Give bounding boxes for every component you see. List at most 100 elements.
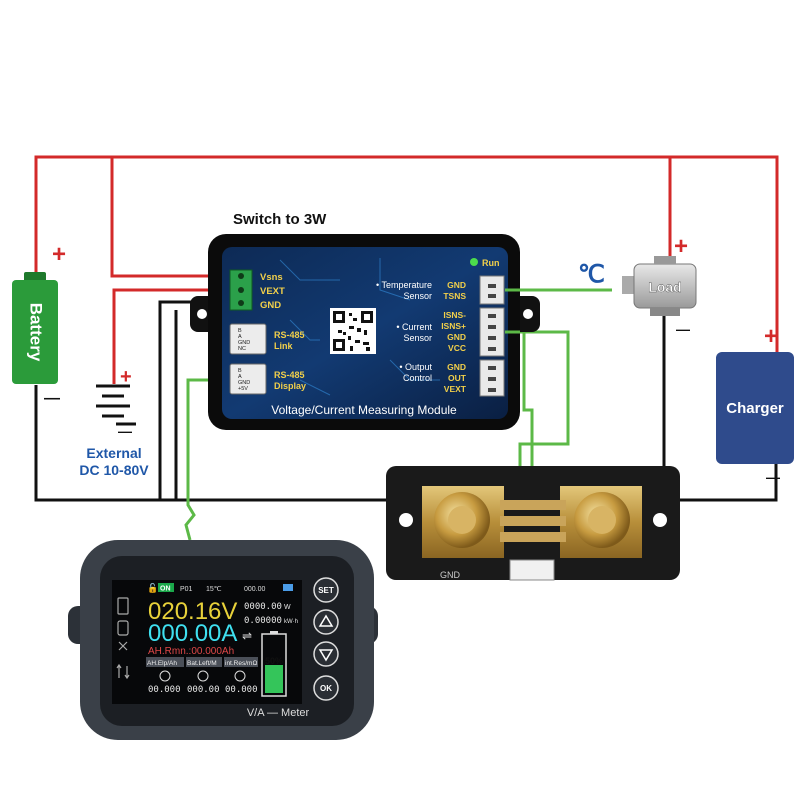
rs485-display-port [229, 363, 267, 395]
col3-value: 00.000 [225, 685, 258, 695]
pin-out-gnd: GND [447, 362, 466, 372]
phone-icon [117, 620, 129, 636]
ok-button-label: OK [320, 684, 332, 693]
energy-unit: kW·h [284, 619, 298, 625]
status-on: ON [160, 586, 171, 593]
load: Load + — [622, 233, 697, 337]
charger-body [716, 352, 794, 464]
clock-icon [197, 670, 209, 682]
connector-temp [479, 275, 505, 305]
charger-plus: + [764, 323, 778, 350]
black-wire-battery-neg [34, 385, 392, 502]
red-wires [34, 155, 779, 384]
lock-icon: 🔓 [147, 582, 158, 593]
pin-vext: VEXT [260, 286, 285, 297]
status-home-icon [283, 584, 293, 591]
green-wire-display [184, 378, 236, 541]
set-button[interactable] [313, 577, 339, 603]
battery-plus: + [52, 241, 66, 268]
power-reading: 0000.00 [244, 602, 282, 612]
down-button[interactable] [313, 641, 339, 667]
current-sensor-label2: Sensor [403, 333, 432, 343]
output-control-label1: • Output [399, 362, 432, 372]
output-control-label2: Control [403, 373, 432, 383]
rj-display-pin-b: B [238, 368, 242, 374]
shunt: GND [386, 466, 680, 581]
measuring-module: Vsns VEXT GND B A GND NC RS-485 Link B A… [190, 234, 540, 430]
col1-label: AH.Elp/Ah [147, 660, 177, 667]
load-plus: + [674, 233, 688, 260]
energy-reading: 0.00000 [244, 616, 282, 626]
up-button[interactable] [313, 609, 339, 635]
shunt-connector [509, 559, 555, 581]
pin-isns-minus: ISNS- [443, 310, 466, 320]
pin-vcc: VCC [448, 343, 466, 353]
shunt-strip-1 [500, 500, 566, 510]
rj-display-pin-gnd: GND [238, 380, 250, 386]
col3-label: int.Res/mΩ [225, 660, 257, 667]
charger: Charger + — [716, 323, 794, 485]
charger-label: Charger [726, 400, 784, 417]
external-minus: — [118, 423, 132, 439]
battery-gauge-fill [265, 665, 283, 693]
ok-button[interactable] [313, 675, 339, 701]
pin-isns-plus: ISNS+ [441, 321, 466, 331]
rs485-display-label1: RS-485 [274, 370, 305, 380]
battery-minus: — [44, 390, 60, 407]
pin-vsns: Vsns [260, 272, 283, 283]
external-plus: + [120, 366, 132, 388]
down-arrow-icon [318, 649, 334, 662]
rj-display-pin-a: A [238, 374, 242, 380]
external-label-line1: External [86, 445, 141, 461]
battery-gauge-frame [261, 633, 287, 697]
rj-link-pin-b: B [238, 328, 242, 334]
power-unit: W [284, 604, 291, 611]
black-wires [34, 300, 778, 502]
rs485-link-port [229, 323, 267, 355]
battery-label: Battery [27, 303, 46, 362]
shunt-strip-2 [500, 516, 566, 526]
temp-sensor-label1: • Temperature [376, 280, 432, 290]
switch-label: Switch to 3W [233, 211, 327, 228]
temp-sensor-label2: Sensor [403, 291, 432, 301]
rs485-link-label1: RS-485 [274, 330, 305, 340]
bolt-icon [159, 670, 171, 682]
load-label: Load [648, 279, 681, 295]
updown-icon [116, 663, 130, 680]
battery: Battery + — [12, 241, 66, 407]
col2-label: Bat.Left/M [187, 660, 217, 667]
ah-remaining: AH.Rmn.:00.000Ah [148, 646, 234, 657]
battery-body [12, 280, 58, 384]
col1-value: 00.000 [148, 685, 181, 695]
shunt-strip-3 [500, 532, 566, 542]
shunt-gnd-label: GND [440, 570, 461, 580]
module-title: Voltage/Current Measuring Module [271, 403, 457, 417]
fan-icon [118, 641, 128, 651]
celsius-label: ℃ [578, 261, 605, 288]
black-wire-shunt-right [666, 462, 778, 502]
circuit-traces [279, 258, 440, 396]
current-sensor-label1: • Current [396, 322, 432, 332]
status-on-badge [158, 583, 174, 592]
pin-tsns: TSNS [443, 291, 466, 301]
up-arrow-icon [318, 614, 334, 627]
pin-gnd: GND [260, 300, 281, 311]
red-wire-vext [112, 288, 236, 384]
rj-display-pin-5v: +5V [238, 386, 248, 392]
display-meter: ON 🔓 P01 15℃ 000.00 020.16V 000.00A 0000… [68, 540, 378, 740]
rs485-link-label2: Link [274, 341, 293, 351]
meter-brand: V/A — Meter [247, 707, 310, 719]
external-dc-source: + — External DC 10-80V [79, 366, 149, 478]
red-wire-vsns [110, 157, 236, 278]
flow-arrow-icon: ⇌ [242, 629, 252, 643]
pin-out: OUT [448, 373, 467, 383]
pin-current-gnd: GND [447, 332, 466, 342]
run-led [470, 258, 478, 266]
voltage-reading: 020.16V [148, 598, 237, 625]
rj-link-pin-nc: NC [238, 346, 246, 352]
rs485-display-label2: Display [274, 381, 306, 391]
qr-code [330, 308, 376, 354]
external-label-line2: DC 10-80V [79, 462, 149, 478]
ohm-icon [234, 670, 246, 682]
